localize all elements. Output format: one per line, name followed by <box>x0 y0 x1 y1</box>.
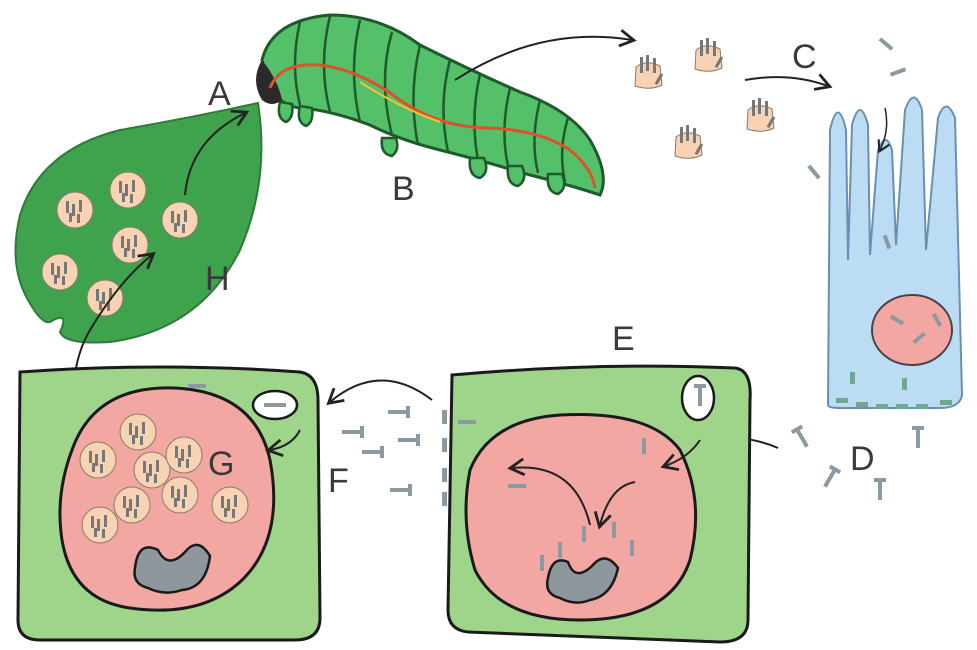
label-g: G <box>208 445 234 483</box>
label-e: E <box>612 320 635 358</box>
label-a: A <box>208 75 231 113</box>
infected-cell-e <box>442 366 750 642</box>
label-h: H <box>205 260 230 298</box>
arrow-virions-to-gut-cell <box>745 77 828 86</box>
label-d: D <box>850 440 875 478</box>
arrow-cell-e-to-cell-g <box>330 380 432 402</box>
label-c: C <box>792 38 817 76</box>
caterpillar <box>256 15 603 195</box>
budded-virions-f <box>342 406 420 496</box>
infected-cell-g <box>18 367 320 640</box>
label-f: F <box>328 462 349 500</box>
leaf <box>16 103 262 343</box>
dissolving-occlusion-bodies <box>635 38 775 158</box>
label-b: B <box>392 170 415 208</box>
midgut-epithelial-cell <box>828 98 962 410</box>
